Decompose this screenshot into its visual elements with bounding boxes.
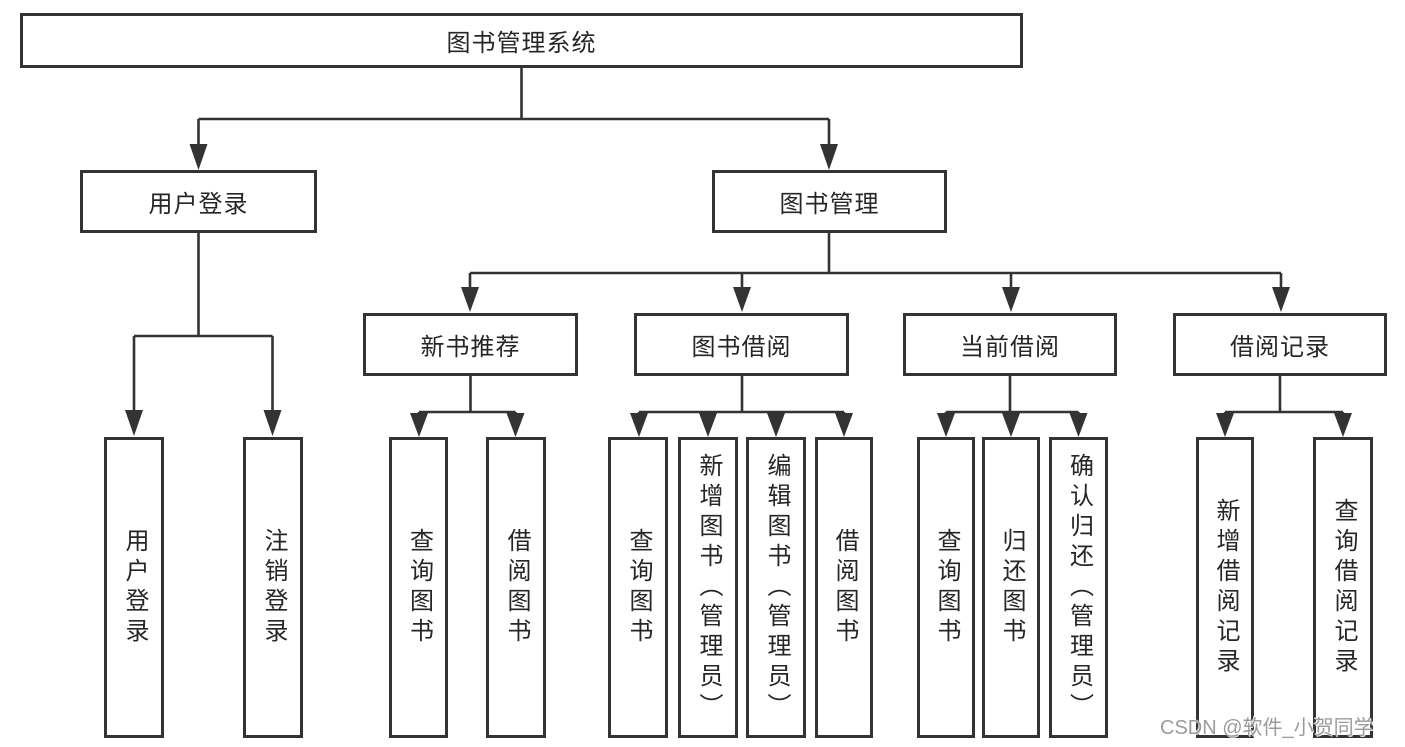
leaf-add-borrow-record: 新增借阅记录	[1196, 437, 1254, 738]
leaf-edit-book-admin-label: 编辑图书（管理员）	[763, 452, 790, 723]
leaf-add-book-admin: 新增图书（管理员）	[678, 437, 738, 738]
node-book-management: 图书管理	[712, 170, 947, 233]
leaf-query-borrow-record: 查询借阅记录	[1313, 437, 1373, 738]
leaf-borrow-books-recommend: 借阅图书	[486, 437, 546, 738]
leaf-confirm-return-admin-label: 确认归还（管理员）	[1065, 452, 1093, 723]
leaf-query-books-recommend: 查询图书	[389, 437, 448, 738]
leaf-confirm-return-admin: 确认归还（管理员）	[1049, 437, 1108, 738]
leaf-return-books-label: 归还图书	[998, 527, 1025, 648]
leaf-borrow-books-label: 借阅图书	[831, 527, 858, 648]
leaf-query-books-current: 查询图书	[917, 437, 975, 738]
node-borrow-records: 借阅记录	[1173, 313, 1387, 376]
leaf-user-login: 用户登录	[104, 437, 164, 738]
leaf-query-books-current-label: 查询图书	[933, 527, 960, 648]
csdn-watermark: CSDN @软件_小贺同学	[1160, 717, 1374, 739]
leaf-logout-label: 注销登录	[260, 527, 287, 648]
leaf-add-book-admin-label: 新增图书（管理员）	[695, 452, 722, 723]
leaf-edit-book-admin: 编辑图书（管理员）	[746, 437, 806, 738]
leaf-query-books-borrow-label: 查询图书	[625, 527, 652, 648]
leaf-return-books: 归还图书	[982, 437, 1040, 738]
leaf-query-books-recommend-label: 查询图书	[405, 527, 433, 648]
leaf-query-borrow-record-label: 查询借阅记录	[1330, 497, 1357, 678]
leaf-borrow-books-recommend-label: 借阅图书	[503, 527, 530, 648]
leaf-add-borrow-record-label: 新增借阅记录	[1212, 497, 1239, 678]
leaf-logout: 注销登录	[243, 437, 303, 738]
leaf-borrow-books: 借阅图书	[815, 437, 873, 738]
node-user-login: 用户登录	[80, 170, 317, 233]
node-root: 图书管理系统	[20, 13, 1023, 68]
node-book-borrow: 图书借阅	[634, 313, 849, 376]
node-new-book-recommend: 新书推荐	[363, 313, 578, 376]
arrowheads	[125, 144, 1352, 437]
node-current-borrow: 当前借阅	[903, 313, 1117, 376]
leaf-user-login-label: 用户登录	[121, 527, 148, 648]
leaf-query-books-borrow: 查询图书	[608, 437, 668, 738]
